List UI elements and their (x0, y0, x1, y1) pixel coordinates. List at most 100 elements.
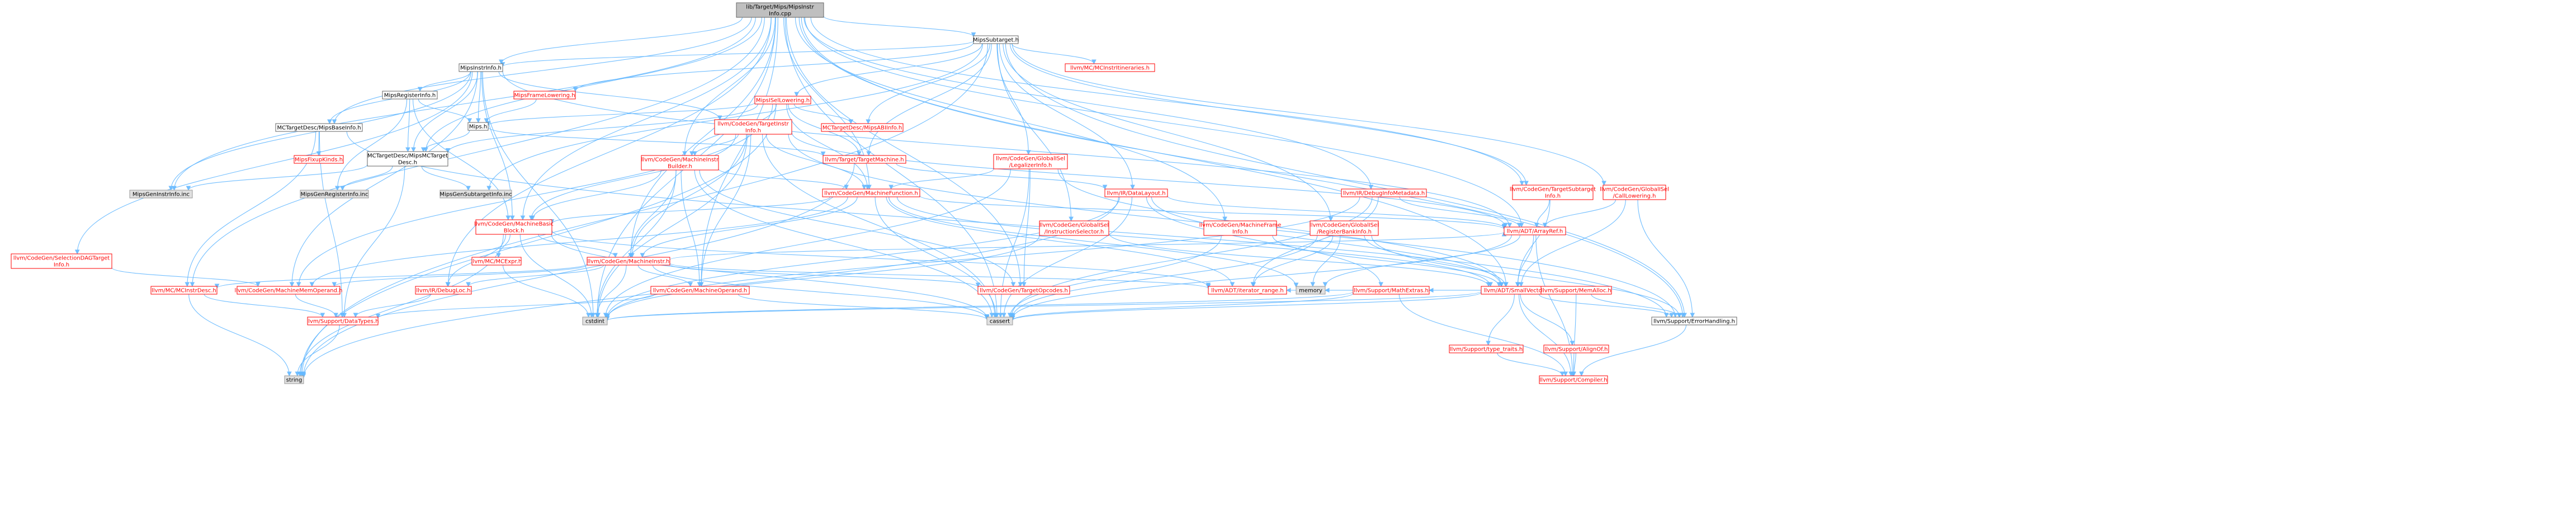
edge-selectiondag-memoperand (111, 267, 261, 287)
node-machineoperand[interactable]: llvm/CodeGen/MachineOperand.h (650, 286, 750, 295)
node-box (1310, 220, 1379, 236)
node-mipsh[interactable]: Mips.h (467, 122, 489, 131)
node-targetmachine[interactable]: llvm/Target/TargetMachine.h (823, 155, 906, 164)
node-label: Builder.h (668, 164, 692, 170)
edge-calllowering-errorhandling (1637, 199, 1695, 318)
node-memory: memory (1296, 286, 1326, 295)
node-calllowering[interactable]: llvm/CodeGen/GlobalISel/CallLowering.h (1600, 185, 1669, 200)
edge-mctargetdesc-gensubtargetinfo (421, 166, 471, 191)
node-label: llvm/CodeGen/GlobalISel (1310, 223, 1379, 229)
edge-machineoperand-datatypes (375, 294, 655, 319)
node-legalizer[interactable]: llvm/CodeGen/GlobalISel/LegalizerInfo.h (993, 154, 1068, 169)
node-label: llvm/ADT/ArrayRef.h (1507, 229, 1563, 235)
node-reginfo[interactable]: MipsRegisterInfo.h (382, 91, 438, 100)
edges-layer (74, 16, 1695, 379)
node-abiinfo[interactable]: MCTargetDesc/MipsABIInfo.h (821, 123, 904, 132)
node-alignof[interactable]: llvm/Support/AlignOf.h (1543, 344, 1609, 353)
node-datatypes[interactable]: llvm/Support/DataTypes.h (306, 317, 379, 325)
node-label: MipsISelLowering.h (756, 98, 810, 104)
edge-targetinstrinfo-machinefunction (765, 134, 867, 190)
edge-root-mcinstrdesc (190, 17, 765, 287)
node-regbankinfo[interactable]: llvm/CodeGen/GlobalISel/RegisterBankInfo… (1310, 220, 1379, 236)
edge-memoperand-datatypes (295, 294, 339, 318)
node-box (294, 155, 344, 164)
node-mcexpr[interactable]: llvm/MC/MCExpr.h (471, 257, 522, 266)
node-mcinstrdesc[interactable]: llvm/MC/MCInstrDesc.h (150, 286, 218, 295)
edge-isellow-machinefunction (786, 103, 870, 190)
edge-mibuilder-cstdint (594, 169, 677, 318)
edge-memalloc-errorhandling (1591, 294, 1682, 318)
edge-isellow-abiinfo (793, 103, 854, 125)
edge-root-debugloc (446, 17, 772, 287)
node-fixupkinds[interactable]: MipsFixupKinds.h (294, 155, 344, 164)
edge-targetinstrinfo-machineinstr (630, 134, 747, 258)
node-mathextras[interactable]: llvm/Support/MathExtras.h (1353, 286, 1430, 295)
node-label: llvm/CodeGen/MachineFunction.h (824, 191, 918, 197)
edge-machinefunction-smallvector (896, 196, 1493, 287)
edge-machinefunction-arrayref (919, 195, 1507, 230)
edge-mfi-smallvector (1272, 235, 1502, 287)
node-isellow[interactable]: MipsISelLowering.h (754, 96, 811, 105)
node-errorhandling[interactable]: llvm/Support/ErrorHandling.h (1651, 317, 1737, 325)
node-debugloc[interactable]: llvm/IR/DebugLoc.h (415, 286, 472, 295)
node-label: llvm/CodeGen/MachineInstr (641, 157, 719, 163)
node-targetopcodes[interactable]: llvm/CodeGen/TargetOpcodes.h (977, 286, 1070, 295)
node-machinefunction[interactable]: llvm/CodeGen/MachineFunction.h (822, 188, 920, 197)
edge-regbankinfo-cassert (1010, 235, 1318, 318)
node-label: memory (1299, 288, 1322, 294)
node-box (986, 317, 1013, 325)
edge-root-errorhandling (801, 17, 1685, 318)
edge-mathextras-cassert (1010, 292, 1354, 321)
edge-machineinstr-debugloc (466, 265, 604, 287)
node-root[interactable]: lib/Target/Mips/MipsInstrInfo.cpp (736, 2, 824, 18)
node-label: Desc.h (398, 160, 417, 166)
node-debuginfometa[interactable]: llvm/IR/DebugInfoMetadata.h (1341, 188, 1427, 197)
edge-root-instrinfo (499, 17, 743, 65)
node-mcbaseinfo[interactable]: MCTargetDesc/MipsBaseInfo.h (275, 123, 363, 132)
node-mcinstritin[interactable]: llvm/MC/MCInstrItineraries.h (1065, 63, 1155, 72)
node-label: llvm/CodeGen/TargetSubtarget (1510, 187, 1596, 193)
node-instselector[interactable]: llvm/CodeGen/GlobalISel/InstructionSelec… (1039, 220, 1109, 236)
node-memoperand[interactable]: llvm/CodeGen/MachineMemOperand.h (235, 286, 343, 295)
node-box (977, 286, 1070, 295)
edge-smallvector-cstdint (605, 291, 1482, 322)
node-instrinfo[interactable]: MipsInstrInfo.h (459, 63, 503, 72)
edge-machinefunction-machineinstr (640, 196, 858, 258)
node-box (822, 188, 920, 197)
edge-legalizer-machinefunction (888, 168, 994, 190)
node-datalayout[interactable]: llvm/IR/DataLayout.h (1104, 188, 1168, 197)
node-compiler[interactable]: llvm/Support/Compiler.h (1539, 375, 1608, 384)
edge-root-cassert (784, 17, 1000, 318)
node-box (821, 123, 904, 132)
edge-mfi-cassert (1007, 235, 1222, 318)
node-machineinstr[interactable]: llvm/CodeGen/MachineInstr.h (587, 257, 670, 266)
node-box (513, 91, 576, 100)
node-box (1603, 185, 1666, 200)
node-typetraits[interactable]: llvm/Support/type_traits.h (1449, 344, 1524, 353)
node-box (1203, 220, 1277, 236)
edge-root-geninstrinfo (172, 17, 756, 191)
edge-mibuilder-machinefunction (718, 168, 849, 190)
edge-reginfo-mctargetdesc (405, 98, 410, 153)
node-box (11, 253, 112, 269)
node-framelow[interactable]: MipsFrameLowering.h (513, 91, 576, 100)
edge-instrinfo-memoperand (289, 71, 478, 287)
edge-targetinstrinfo-cassert (762, 134, 998, 318)
node-arrayref[interactable]: llvm/ADT/ArrayRef.h (1504, 226, 1566, 235)
node-label: llvm/CodeGen/GlobalISel (1039, 223, 1109, 229)
node-label: llvm/ADT/iterator_range.h (1211, 288, 1283, 294)
node-subtarget[interactable]: MipsSubtarget.h (973, 35, 1019, 44)
node-memalloc[interactable]: llvm/Support/MemAlloc.h (1540, 286, 1612, 295)
node-iteratorrange[interactable]: llvm/ADT/iterator_range.h (1208, 286, 1287, 295)
edge-machineinstr-cassert (652, 265, 990, 320)
edge-regbankinfo-errorhandling (1371, 235, 1682, 318)
edge-machineinstr-iteratorrange (669, 262, 1211, 289)
